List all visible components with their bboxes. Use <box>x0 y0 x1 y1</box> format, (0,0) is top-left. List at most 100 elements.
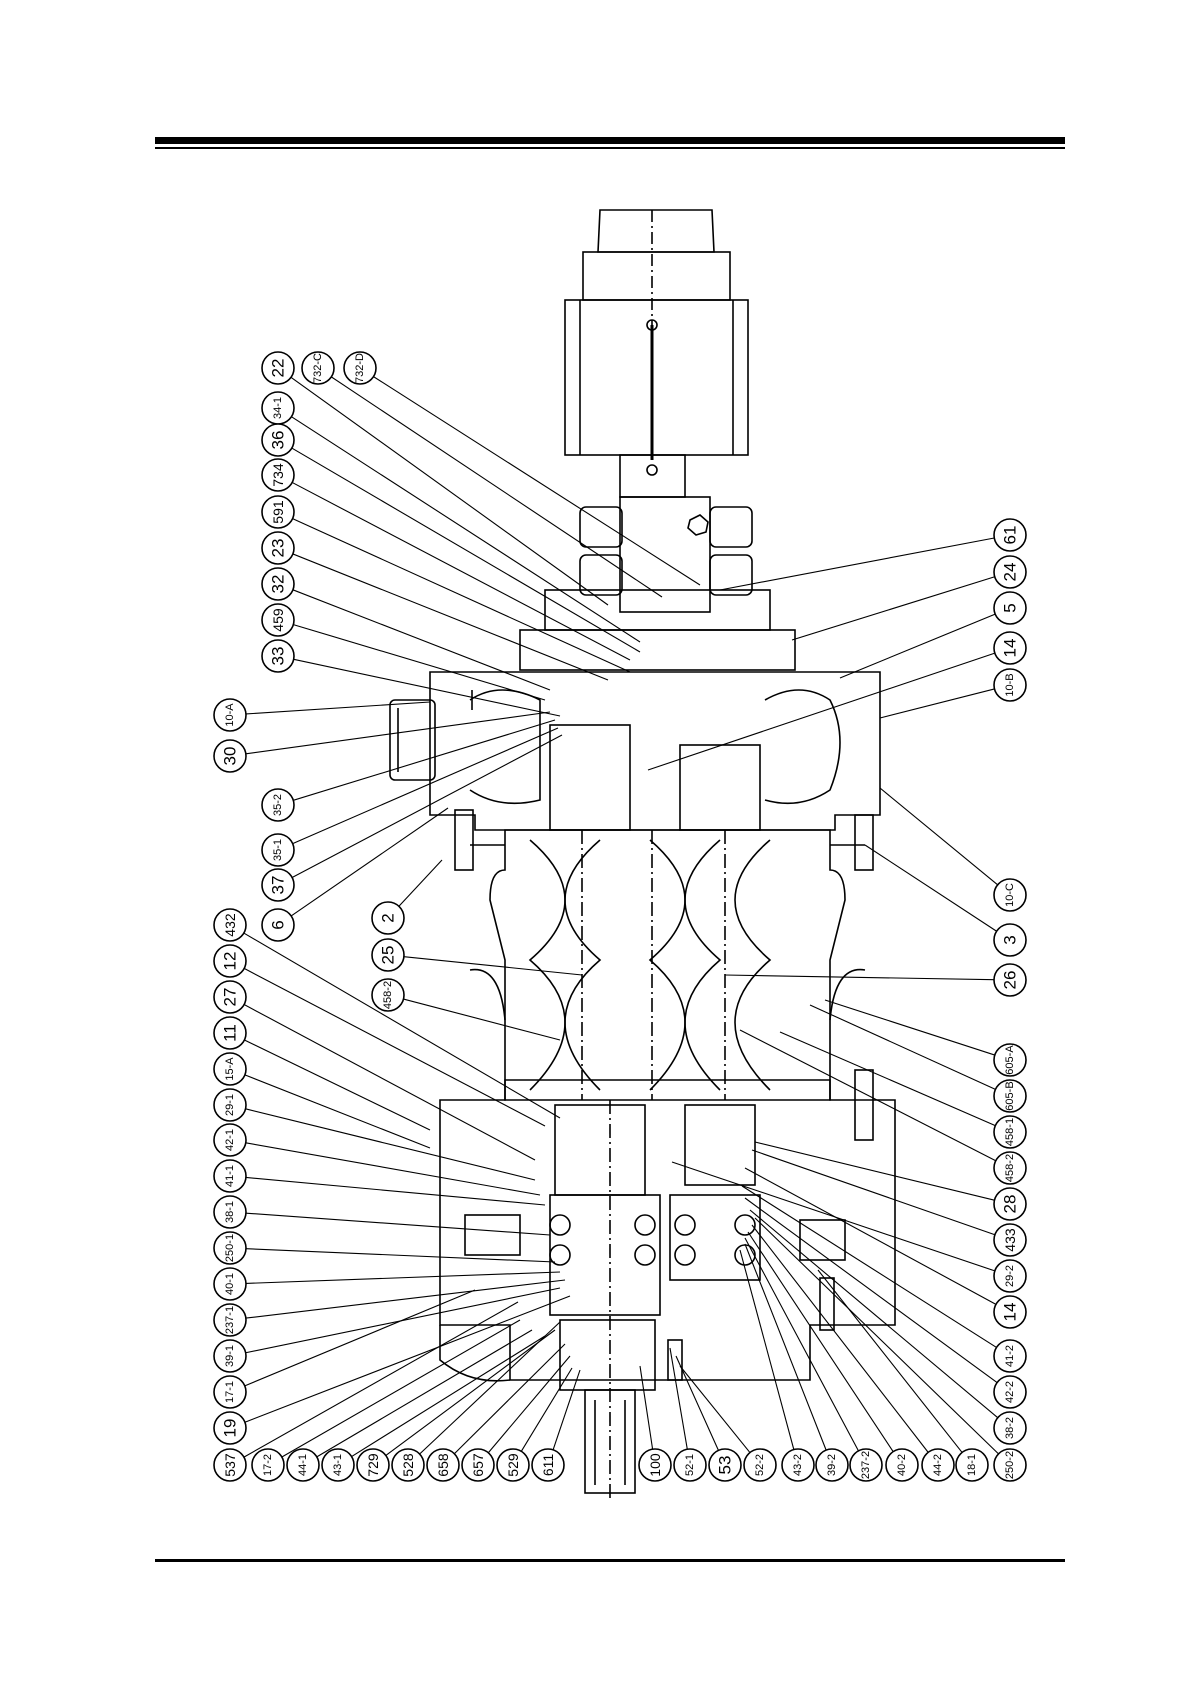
callout-43-2: 43-2 <box>739 1249 815 1482</box>
callout-label: 41-1 <box>224 1165 236 1187</box>
callout-40-1: 40-1 <box>213 1267 561 1301</box>
callout-458-1: 458-1 <box>779 1031 1027 1149</box>
callout-balloon <box>213 739 247 773</box>
callout-528: 528 <box>391 1321 561 1482</box>
leader-line <box>453 1343 566 1455</box>
upper-bearing-right <box>679 744 761 831</box>
leader-line <box>290 376 609 606</box>
leader-line <box>403 956 583 976</box>
callout-balloon <box>993 1043 1027 1077</box>
callout-53: 53 <box>675 1355 742 1482</box>
callout-732-C: 732-C <box>301 351 663 598</box>
callout-balloon <box>496 1448 530 1482</box>
callout-label: 24 <box>1001 563 1020 582</box>
callout-balloon <box>993 923 1027 957</box>
callout-label: 35-2 <box>272 794 284 816</box>
callout-44-2: 44-2 <box>751 1224 955 1482</box>
callout-balloon <box>426 1448 460 1482</box>
callout-label: 15-A <box>224 1057 236 1081</box>
callout-balloon <box>213 1123 247 1157</box>
callout-balloon <box>261 908 295 942</box>
callout-label: 528 <box>400 1453 416 1477</box>
solenoid-right-top <box>709 506 753 548</box>
callout-458-2: 458-2 <box>371 978 561 1041</box>
callout-label: 458-1 <box>1004 1118 1016 1146</box>
callout-label: 43-1 <box>332 1454 344 1476</box>
callout-balloon <box>993 631 1027 665</box>
callout-14: 14 <box>744 1167 1027 1329</box>
callout-250-1: 250-1 <box>213 1231 556 1265</box>
callout-balloon <box>213 980 247 1014</box>
callout-label: 657 <box>470 1453 486 1477</box>
leader-line <box>373 376 701 586</box>
callout-label: 44-2 <box>932 1454 944 1476</box>
callout-label: 537 <box>222 1453 238 1477</box>
callout-balloon <box>261 351 295 385</box>
callout-label: 41-2 <box>1004 1345 1016 1367</box>
callout-100: 100 <box>638 1365 672 1482</box>
leader-line <box>487 1355 571 1454</box>
callout-balloon <box>743 1448 777 1482</box>
callout-balloon <box>301 351 335 385</box>
callout-40-2: 40-2 <box>747 1231 919 1482</box>
leader-line <box>245 1248 556 1263</box>
callout-balloon <box>213 1339 247 1373</box>
callout-balloon <box>213 1375 247 1409</box>
callout-605-A: 605-A <box>824 999 1027 1077</box>
callout-label: 29-2 <box>1004 1265 1016 1287</box>
callout-balloon <box>261 603 295 637</box>
leader-line <box>809 1004 996 1090</box>
callout-29-2: 29-2 <box>671 1161 1027 1293</box>
callout-label: 459 <box>270 608 286 632</box>
callout-658: 658 <box>426 1343 566 1482</box>
callout-balloon <box>213 908 247 942</box>
callout-label: 729 <box>365 1453 381 1477</box>
callout-label: 14 <box>1001 1303 1020 1322</box>
callout-36: 36 <box>261 423 641 653</box>
leader-line <box>679 1365 751 1453</box>
callout-34-1: 34-1 <box>261 391 641 643</box>
callout-label: 432 <box>222 913 238 937</box>
footer-rule <box>155 1559 1065 1562</box>
callout-label: 458-2 <box>382 981 394 1009</box>
callout-38-1: 38-1 <box>213 1195 551 1236</box>
callout-label: 34-1 <box>272 397 284 419</box>
leader-line <box>243 967 546 1127</box>
suction-casing <box>439 1079 896 1381</box>
callout-balloon <box>261 423 295 457</box>
callout-label: 658 <box>435 1453 451 1477</box>
callout-label: 611 <box>540 1454 556 1477</box>
callout-42-2: 42-2 <box>744 1197 1027 1409</box>
callout-30: 30 <box>213 711 551 773</box>
callout-label: 38-1 <box>224 1201 236 1223</box>
leader-line <box>243 1004 536 1161</box>
leader-line <box>281 1319 521 1458</box>
leader-line <box>291 734 563 879</box>
leader-line <box>293 624 546 701</box>
callout-balloon <box>673 1448 707 1482</box>
leader-line <box>552 1369 581 1451</box>
leader-line <box>292 518 631 673</box>
leader-line <box>243 1301 519 1458</box>
leader-line <box>316 1329 533 1458</box>
leader-line <box>245 1176 546 1206</box>
callout-balloon <box>993 1151 1027 1185</box>
callout-label: 591 <box>270 500 286 524</box>
callout-balloon <box>213 1411 247 1445</box>
callout-balloon <box>993 1079 1027 1113</box>
callout-balloon <box>993 1411 1027 1445</box>
callout-label: 2 <box>379 913 398 922</box>
callout-balloon <box>993 518 1027 552</box>
callout-label: 10-A <box>224 703 236 727</box>
callout-balloon <box>781 1448 815 1482</box>
callout-label: 39-2 <box>826 1454 838 1476</box>
callout-label: 39-1 <box>224 1345 236 1367</box>
callout-52-2: 52-2 <box>679 1365 777 1482</box>
callout-balloon <box>261 458 295 492</box>
callout-17-1: 17-1 <box>213 1289 476 1409</box>
callout-balloon <box>261 531 295 565</box>
leader-line <box>385 1329 556 1456</box>
callout-balloon <box>261 639 295 673</box>
